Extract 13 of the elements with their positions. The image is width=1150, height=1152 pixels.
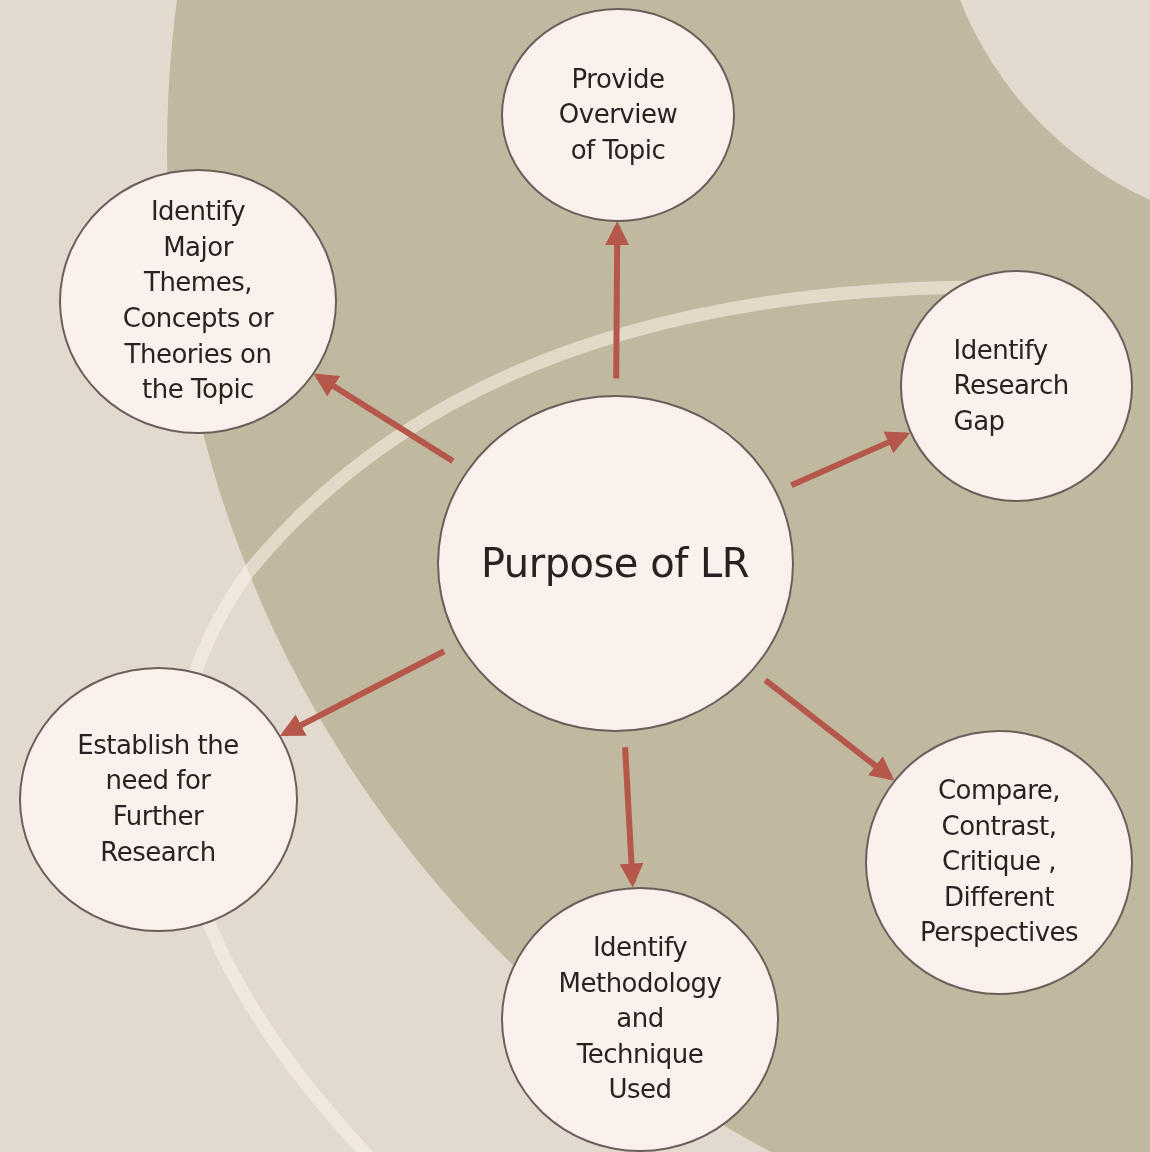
topic-text: Compare, Contrast, Critique , Different Perspectives <box>918 773 1080 950</box>
arrow <box>619 747 644 888</box>
topic-text: Purpose of LR <box>480 538 750 588</box>
topic-text: Provide Overview of Topic <box>557 62 679 167</box>
topic-text: Establish the need for Further Research <box>76 728 240 869</box>
arrow <box>763 677 895 781</box>
arrow <box>279 648 446 737</box>
topic-text: Identify Major Themes, Concepts or Theories on the Topic <box>121 195 275 407</box>
arrow <box>313 373 455 464</box>
arrow <box>605 221 630 379</box>
topic-text: Identify Research Gap <box>953 333 1070 438</box>
arrow <box>790 431 911 488</box>
topic-text: Identify Methodology and Technique Used <box>557 930 723 1107</box>
